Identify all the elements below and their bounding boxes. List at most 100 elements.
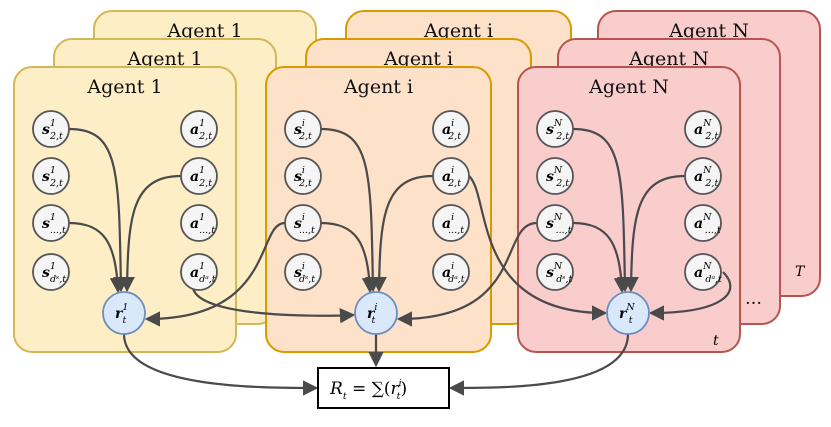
edge-action-to-reward-1 xyxy=(119,174,182,293)
agent-title-layer1-3: Agent N xyxy=(628,48,709,70)
state-node-agent2-row1-circle xyxy=(284,110,322,148)
edge-agentN-action-to-own-reward xyxy=(648,271,732,321)
agent-title-1: Agent 1 xyxy=(86,76,162,98)
action-node-agent1-row1-circle xyxy=(180,110,218,148)
state-node-agent2-row3: si...,t xyxy=(284,204,322,242)
state-node-agent2-row2-circle xyxy=(284,157,322,195)
agent-title-layer1-2: Agent i xyxy=(383,48,453,70)
state-node-agent3-row3-circle xyxy=(536,204,574,242)
stack-ellipsis: … xyxy=(745,289,762,309)
edge-state-mid-to-reward-3 xyxy=(572,221,630,294)
edge-state-to-reward-2 xyxy=(320,127,381,293)
time-label-T: T xyxy=(795,264,806,280)
agent-title-2: Agent i xyxy=(343,76,413,98)
edge-agenti-action-to-agentN-reward xyxy=(468,175,608,321)
agent-title-layer2-1: Agent 1 xyxy=(166,20,242,42)
action-node-agent2-row2-circle xyxy=(432,157,470,195)
action-node-agent3-row3-circle xyxy=(684,204,722,242)
state-node-agent3-row3: sN...,t xyxy=(536,204,574,242)
action-node-agent2-row3: ai...,t xyxy=(432,204,470,242)
state-node-agent1-row1-circle xyxy=(32,110,70,148)
reward-node-agent1-circle xyxy=(102,291,146,335)
state-node-agent3-row4-circle xyxy=(536,253,574,291)
agent-title-3: Agent N xyxy=(588,76,669,98)
edge-agent1-action-to-agenti-reward xyxy=(191,287,356,324)
state-node-agent1-row3-label: s1...,t xyxy=(42,212,66,236)
edge-state-mid-to-reward-1 xyxy=(68,221,126,294)
action-node-agent3-row3-label: aN...,t xyxy=(694,212,721,236)
action-node-agent2-row3-circle xyxy=(432,204,470,242)
edge-state-mid-to-reward-2 xyxy=(320,221,378,294)
reward-node-agent3-circle xyxy=(606,291,650,335)
edge-state-to-reward-1 xyxy=(68,127,129,293)
edge-state-to-reward-3 xyxy=(572,127,633,293)
agent-title-layer2-2: Agent i xyxy=(423,20,493,42)
reward-node-agent2-circle xyxy=(354,291,398,335)
action-node-agent3-row2-circle xyxy=(684,157,722,195)
state-node-agent3-row1-circle xyxy=(536,110,574,148)
state-node-agent1-row2-circle xyxy=(32,157,70,195)
state-node-agent1-row3: s1...,t xyxy=(32,204,70,242)
action-node-agent1-row4-circle xyxy=(180,253,218,291)
state-node-agent2-row4-circle xyxy=(284,253,322,291)
edge-agentN-action-to-agenti-reward xyxy=(396,221,538,327)
action-node-agent2-row3-label: ai...,t xyxy=(442,212,464,236)
action-node-agent2-row1-circle xyxy=(432,110,470,148)
total-reward-box xyxy=(317,367,450,409)
action-node-agent3-row4-circle xyxy=(684,253,722,291)
edges-layer xyxy=(68,127,732,396)
state-node-agent2-row3-circle xyxy=(284,204,322,242)
agent-title-layer1-1: Agent 1 xyxy=(126,48,202,70)
action-node-agent3-row1-circle xyxy=(684,110,722,148)
action-node-agent1-row3-label: a1...,t xyxy=(190,212,215,236)
state-node-agent2-row3-label: si...,t xyxy=(294,212,315,236)
action-node-agent2-row4-circle xyxy=(432,253,470,291)
edge-action-to-reward-2 xyxy=(371,174,434,293)
agent-title-layer2-3: Agent N xyxy=(668,20,749,42)
edge-action-to-reward-3 xyxy=(623,174,686,293)
state-node-agent1-row3-circle xyxy=(32,204,70,242)
time-label-t: t xyxy=(713,333,719,349)
action-node-agent3-row3: aN...,t xyxy=(684,204,722,242)
